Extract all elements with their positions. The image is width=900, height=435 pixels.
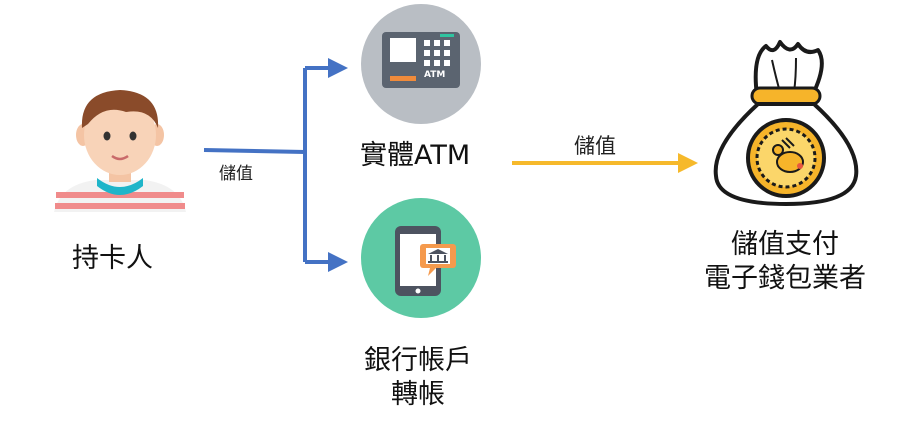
atm-screen-text: ATM bbox=[424, 70, 446, 80]
edge-label-deposit-atm: 儲值 bbox=[574, 134, 616, 158]
atm-label: 實體ATM bbox=[360, 140, 471, 171]
arrowhead-to-bank bbox=[328, 252, 348, 272]
cardholder-label: 持卡人 bbox=[72, 243, 153, 274]
e-wallet-line1: 儲值支付 bbox=[731, 229, 839, 260]
orange-arrowhead bbox=[678, 153, 698, 173]
bank-transfer-line1: 銀行帳戶 bbox=[364, 345, 472, 376]
e-wallet-label: 儲值支付 電子錢包業者 bbox=[680, 228, 890, 296]
bank-transfer-label: 銀行帳戶 轉帳 bbox=[364, 344, 472, 412]
arrowhead-to-atm bbox=[328, 58, 348, 78]
bank-transfer-line2: 轉帳 bbox=[391, 378, 445, 410]
blue-split-arrow bbox=[203, 66, 330, 264]
edge-label-deposit: 儲值 bbox=[219, 164, 253, 184]
e-wallet-line2: 電子錢包業者 bbox=[704, 262, 866, 294]
